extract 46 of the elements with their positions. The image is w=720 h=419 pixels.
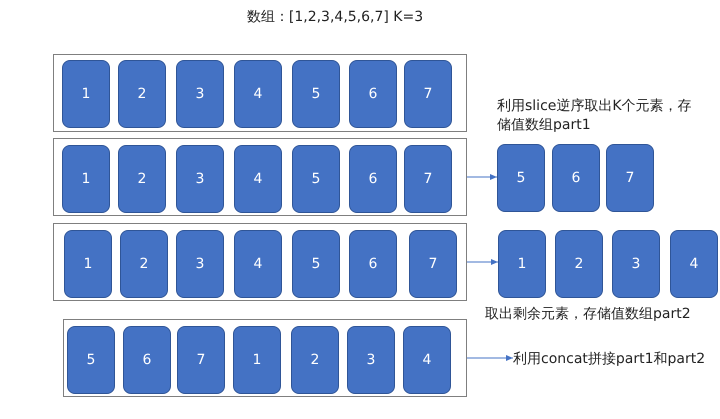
array-element: 2 xyxy=(118,145,166,213)
array-element: 4 xyxy=(234,230,282,298)
array-row-frame xyxy=(63,319,467,397)
array-element: 4 xyxy=(670,230,718,298)
array-element: 3 xyxy=(176,230,224,298)
array-element: 7 xyxy=(404,60,452,128)
array-element: 2 xyxy=(555,230,603,298)
array-element: 4 xyxy=(234,60,282,128)
array-element: 2 xyxy=(291,326,339,394)
array-element: 6 xyxy=(349,60,397,128)
array-element: 3 xyxy=(612,230,660,298)
arrow xyxy=(466,355,514,361)
array-element: 7 xyxy=(409,230,457,298)
note: 取出剩余元素，存储值数组part2 xyxy=(485,305,692,324)
array-element: 3 xyxy=(176,60,224,128)
array-element: 3 xyxy=(176,145,224,213)
title: 数组：[1,2,3,4,5,6,7] K=3 xyxy=(246,8,424,26)
array-element: 2 xyxy=(120,230,168,298)
array-row-frame xyxy=(53,223,467,301)
array-element: 7 xyxy=(404,145,452,213)
array-element: 6 xyxy=(552,144,600,212)
array-row-frame xyxy=(53,54,467,132)
arrow xyxy=(466,174,498,180)
array-element: 4 xyxy=(403,326,451,394)
array-element: 5 xyxy=(292,230,340,298)
array-element: 5 xyxy=(292,145,340,213)
array-element: 1 xyxy=(498,230,546,298)
array-element: 2 xyxy=(118,60,166,128)
array-element: 5 xyxy=(497,144,545,212)
array-element: 1 xyxy=(62,60,110,128)
arrow xyxy=(466,259,498,265)
array-element: 5 xyxy=(292,60,340,128)
array-element: 4 xyxy=(234,145,282,213)
array-element: 7 xyxy=(177,326,225,394)
step-text: 利用concat拼接part1和part2 xyxy=(513,350,706,368)
array-element: 6 xyxy=(349,230,397,298)
array-element: 6 xyxy=(123,326,171,394)
array-element: 7 xyxy=(606,144,654,212)
array-element: 1 xyxy=(64,230,112,298)
note: 利用slice逆序取出K个元素，存储值数组part1 xyxy=(497,97,693,135)
array-element: 1 xyxy=(233,326,281,394)
array-row-frame xyxy=(53,138,467,216)
array-element: 6 xyxy=(349,145,397,213)
array-element: 1 xyxy=(62,145,110,213)
array-element: 5 xyxy=(67,326,115,394)
array-element: 3 xyxy=(347,326,395,394)
